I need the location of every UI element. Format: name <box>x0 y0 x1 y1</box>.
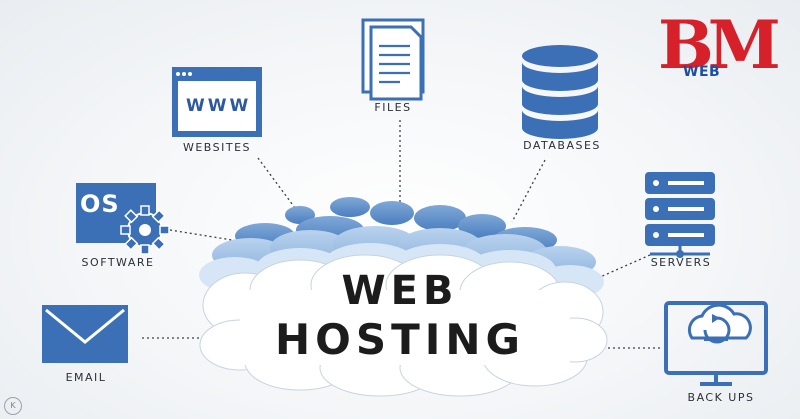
envelope-icon <box>42 305 128 363</box>
corner-watermark-icon: K <box>4 397 22 415</box>
browser-www-icon <box>172 67 262 137</box>
os-text: OS <box>80 190 120 218</box>
websites-label: WEBSITES <box>182 141 252 154</box>
servers-label: SERVERS <box>650 256 712 269</box>
email-label: EMAIL <box>65 371 107 384</box>
backups-label: BACK UPS <box>687 391 755 404</box>
database-icon <box>522 45 598 139</box>
title-line-web: WEB <box>341 268 459 314</box>
documents-icon <box>361 18 425 101</box>
cloud-backup-monitor-icon <box>664 301 768 386</box>
servers-icon <box>645 172 715 258</box>
cloud-front-layer <box>199 254 608 397</box>
connector-software <box>169 229 233 241</box>
files-label: FILES <box>374 101 412 114</box>
databases-label: DATABASES <box>523 139 601 152</box>
bm-logo: BM <box>658 6 781 84</box>
software-label: SOFTWARE <box>81 256 155 269</box>
title-line-hosting: HOSTING <box>274 315 525 364</box>
connector-websites <box>257 157 299 213</box>
bm-logo-sub: WEB <box>683 64 721 80</box>
os-gear-icon <box>76 183 170 255</box>
connector-databases <box>511 159 546 223</box>
www-text: WWW <box>186 96 252 116</box>
